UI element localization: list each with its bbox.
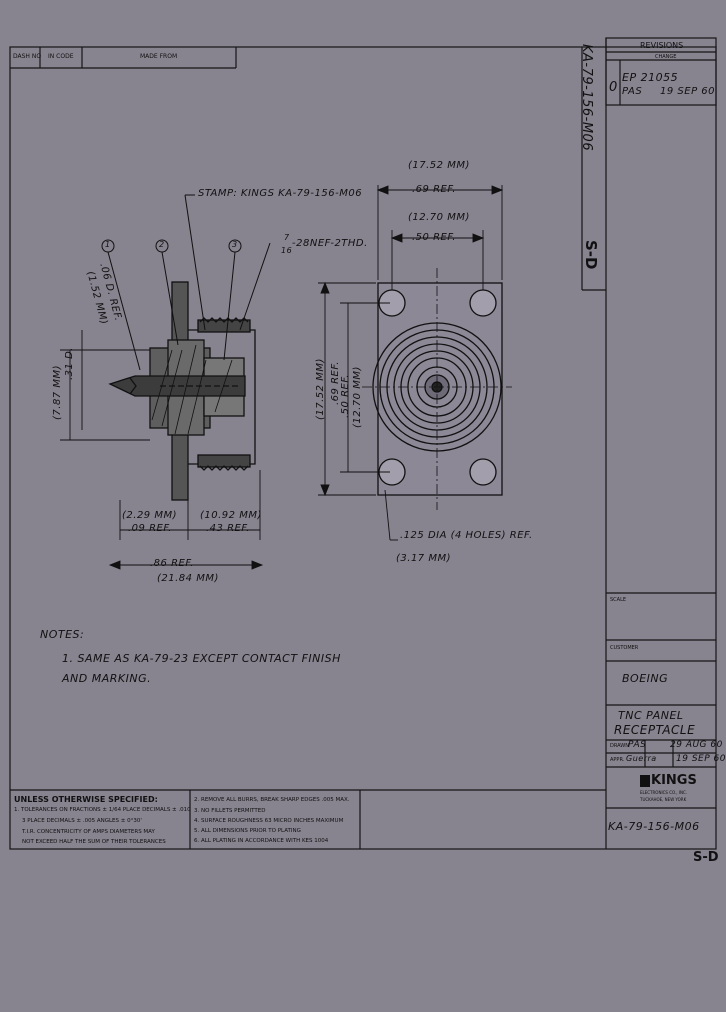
notes-line-1: 1. SAME AS KA-79-23 EXCEPT CONTACT FINIS… bbox=[62, 652, 341, 665]
callout-3: 3 bbox=[232, 240, 238, 249]
side-size-mark: S-D bbox=[582, 240, 600, 270]
title-block-drawn-date: 29 AUG 60 bbox=[670, 740, 723, 750]
spec-line-4: NOT EXCEED HALF THE SUM OF THEIR TOLERAN… bbox=[22, 839, 166, 845]
title-block-customer-label: CUSTOMER bbox=[610, 645, 639, 651]
title-block-scale: SCALE bbox=[610, 597, 627, 603]
spec-right-3: 4. SURFACE ROUGHNESS 63 MICRO INCHES MAX… bbox=[194, 818, 344, 824]
thread-spec: -28NEF-2THD. bbox=[292, 238, 368, 249]
drawing-border bbox=[9, 46, 717, 850]
spec-right-2: 3. NO FILLETS PERMITTED bbox=[194, 808, 266, 814]
header-in-code: IN CODE bbox=[48, 53, 74, 60]
title-block-drawn-label: DRAWN bbox=[610, 743, 629, 749]
dim-left-in: .31 D. bbox=[64, 347, 75, 380]
dim-bottom-a-mm: (2.29 MM) bbox=[122, 510, 178, 521]
notes-line-2: AND MARKING. bbox=[62, 672, 152, 685]
title-block-title-1: TNC PANEL bbox=[618, 709, 684, 722]
spec-line-2: 3 PLACE DECIMALS ± .005 ANGLES ± 0°30' bbox=[22, 818, 142, 824]
dim-bottom-b-mm: (10.92 MM) bbox=[200, 510, 262, 521]
title-block-drawing-number: KA-79-156-M06 bbox=[608, 820, 700, 833]
spec-right-4: 5. ALL DIMENSIONS PRIOR TO PLATING bbox=[194, 828, 301, 834]
dim-bottom-b-ref: .43 REF. bbox=[206, 523, 250, 534]
revisions-title: REVISIONS bbox=[640, 41, 684, 50]
spec-line-3: T.I.R. CONCENTRICITY OF AMPS DIAMETERS M… bbox=[22, 829, 155, 835]
dim-mid-ref: .50 REF. bbox=[412, 232, 456, 243]
dim-top-ref: .69 REF. bbox=[412, 184, 456, 195]
callout-2: 2 bbox=[159, 240, 165, 249]
revisions-subtitle: CHANGE bbox=[655, 54, 677, 60]
callout-1: 1 bbox=[105, 240, 111, 249]
dim-holes: .125 DIA (4 HOLES) REF. bbox=[400, 530, 533, 541]
title-block-drawn-by: PAS bbox=[628, 740, 647, 750]
revision-by: PAS bbox=[622, 86, 643, 97]
dim-top-mm: (17.52 MM) bbox=[408, 160, 470, 171]
title-block-appr-by: Guerra bbox=[626, 754, 657, 763]
stamp-note: STAMP: KINGS KA-79-156-M06 bbox=[198, 188, 363, 199]
dim-left-mm: (7.87 MM) bbox=[52, 364, 63, 420]
title-block-size: S-D bbox=[693, 850, 719, 865]
dim-mid-mm: (12.70 MM) bbox=[408, 212, 470, 223]
revision-ep: EP 21055 bbox=[622, 71, 679, 84]
side-drawing-number: KA-79-156-M06 bbox=[579, 44, 594, 152]
title-block-company-sub: ELECTRONICS CO., INC. bbox=[640, 790, 688, 795]
title-block-company: KINGS bbox=[651, 773, 697, 788]
title-block-title-2: RECEPTACLE bbox=[614, 723, 696, 737]
title-block-company-sub2: TUCKAHOE, NEW YORK bbox=[640, 797, 687, 802]
dim-side-mm: (17.52 MM) bbox=[315, 358, 326, 420]
spec-heading: UNLESS OTHERWISE SPECIFIED: bbox=[14, 795, 158, 804]
spec-right-1: 2. REMOVE ALL BURRS, BREAK SHARP EDGES .… bbox=[194, 797, 350, 803]
dim-inner-ref: .50 REF. bbox=[340, 374, 351, 418]
title-block-appr-label: APPR. bbox=[610, 757, 625, 763]
dim-bottom-a-ref: .09 REF. bbox=[128, 523, 172, 534]
revision-letter: 0 bbox=[609, 80, 618, 95]
header-made-from: MADE FROM bbox=[140, 53, 178, 60]
dim-overall-mm: (21.84 MM) bbox=[157, 573, 219, 584]
title-block-customer: BOEING bbox=[622, 672, 669, 685]
dim-inner-mm: (12.70 MM) bbox=[352, 366, 363, 428]
dim-holes-mm: (3.17 MM) bbox=[396, 553, 452, 564]
spec-line-1: 1. TOLERANCES ON FRACTIONS ± 1/64 PLACE … bbox=[14, 807, 191, 813]
spec-right-5: 6. ALL PLATING IN ACCORDANCE WITH KES 10… bbox=[194, 838, 329, 844]
dim-overall-ref: .86 REF. bbox=[150, 558, 194, 569]
revision-date: 19 SEP 60 bbox=[660, 86, 716, 97]
header-dash-no: DASH NO bbox=[13, 53, 42, 60]
notes-heading: NOTES: bbox=[40, 628, 85, 641]
thread-frac-num: 7 bbox=[284, 233, 290, 242]
thread-frac-den: 16 bbox=[281, 246, 293, 255]
kings-logo-icon bbox=[640, 775, 650, 787]
title-block-appr-date: 19 SEP 60 bbox=[676, 754, 726, 764]
